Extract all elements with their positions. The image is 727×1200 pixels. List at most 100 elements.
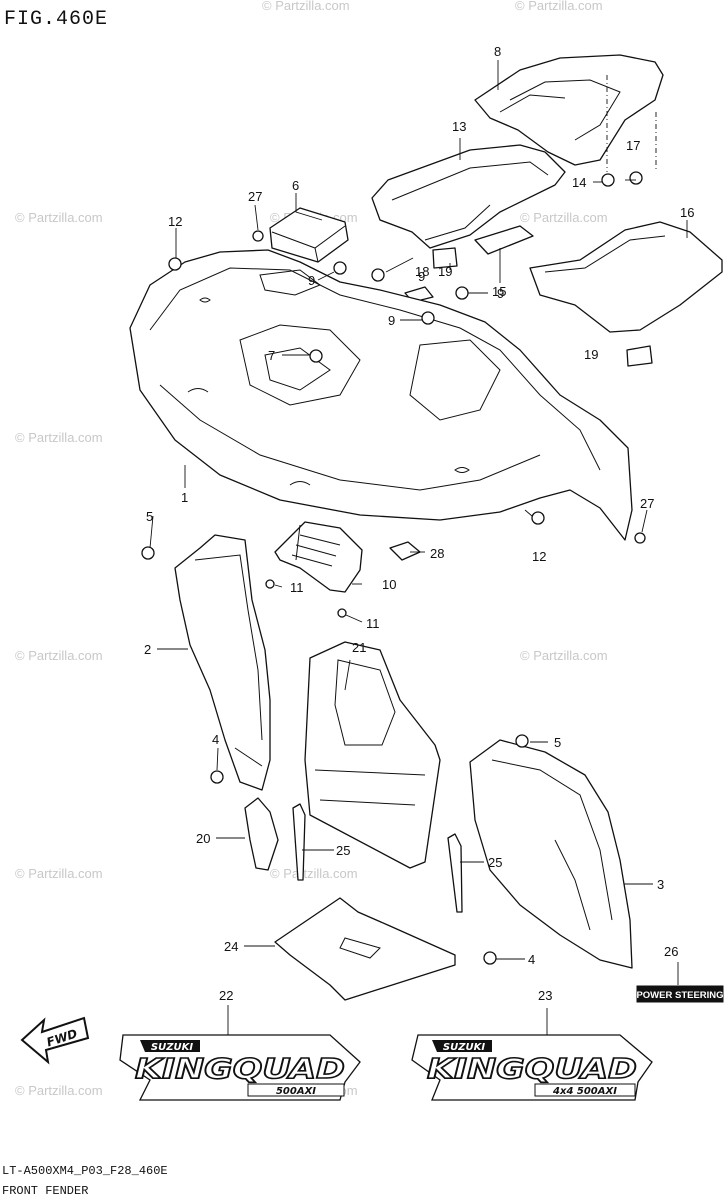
part-21-large-panel[interactable] — [304, 641, 441, 869]
fastener-17[interactable] — [629, 171, 643, 185]
fastener-9b[interactable] — [333, 261, 347, 275]
part-1-front-fender[interactable] — [129, 249, 633, 541]
callout-27b[interactable]: 27 — [640, 496, 654, 511]
decal-sub-left: 500AXI — [276, 1086, 316, 1097]
callout-26[interactable]: 26 — [664, 944, 678, 959]
part-25b-tie[interactable] — [447, 833, 463, 913]
watermark: © Partzilla.com — [15, 648, 103, 663]
fwd-arrow: FWD — [20, 1016, 90, 1065]
fastener-7[interactable] — [309, 349, 323, 363]
fastener-12a[interactable] — [168, 257, 182, 271]
fastener-5a[interactable] — [141, 546, 155, 560]
part-15-pad[interactable] — [474, 225, 534, 255]
part-3-right-panel[interactable] — [469, 739, 633, 969]
part-16-side-panel[interactable] — [529, 221, 723, 333]
figure-title: FIG.460E — [4, 8, 108, 31]
fastener-9a[interactable] — [371, 268, 385, 282]
callout-18[interactable]: 18 — [415, 264, 429, 279]
callout-27a[interactable]: 27 — [248, 189, 262, 204]
part-23-decal-right[interactable]: SUZUKI KINGQUAD 4x4 500AXI — [411, 1034, 653, 1101]
decal-brand-left: SUZUKI — [151, 1042, 193, 1053]
part-22-decal-left[interactable]: SUZUKI KINGQUAD 500AXI — [119, 1034, 361, 1101]
callout-16[interactable]: 16 — [680, 205, 694, 220]
part-2-left-panel[interactable] — [174, 534, 271, 791]
part-13-bracket[interactable] — [371, 144, 566, 249]
fastener-27a[interactable] — [252, 230, 264, 242]
callout-4a[interactable]: 4 — [212, 732, 219, 747]
watermark: © Partzilla.com — [520, 648, 608, 663]
fastener-11a[interactable] — [265, 579, 275, 589]
callout-8[interactable]: 8 — [494, 44, 501, 59]
fastener-4a[interactable] — [210, 770, 224, 784]
callout-10[interactable]: 10 — [382, 577, 396, 592]
watermark: © Partzilla.com — [15, 210, 103, 225]
callout-25b[interactable]: 25 — [488, 855, 502, 870]
fastener-11b[interactable] — [337, 608, 347, 618]
callout-14[interactable]: 14 — [572, 175, 586, 190]
fastener-5b[interactable] — [515, 734, 529, 748]
watermark: © Partzilla.com — [15, 430, 103, 445]
callout-23[interactable]: 23 — [538, 988, 552, 1003]
callout-21[interactable]: 21 — [352, 640, 366, 655]
part-19b-pad[interactable] — [626, 345, 653, 367]
callout-24[interactable]: 24 — [224, 939, 238, 954]
callout-20[interactable]: 20 — [196, 831, 210, 846]
part-26-power-steering-decal[interactable]: POWER STEERING — [636, 985, 724, 1003]
fastener-27b[interactable] — [634, 532, 646, 544]
callout-22[interactable]: 22 — [219, 988, 233, 1003]
part-20-clip[interactable] — [244, 797, 279, 871]
callout-19a[interactable]: 19 — [438, 264, 452, 279]
decal-sub-right: 4x4 500AXI — [552, 1086, 617, 1097]
power-steering-text: POWER STEERING — [636, 990, 723, 1001]
figure-caption: FRONT FENDER — [2, 1184, 88, 1198]
fasteners — [141, 171, 646, 965]
part-10-vent[interactable] — [274, 521, 363, 593]
part-19-pad[interactable] — [432, 247, 458, 269]
callout-5b[interactable]: 5 — [554, 735, 561, 750]
part-24-plate[interactable] — [274, 897, 456, 1001]
callout-4b[interactable]: 4 — [528, 952, 535, 967]
watermark: © Partzilla.com — [520, 210, 608, 225]
callout-5a[interactable]: 5 — [146, 509, 153, 524]
watermark: © Partzilla.com — [262, 0, 350, 13]
callout-9a[interactable]: 9 — [418, 269, 425, 284]
callout-1[interactable]: 1 — [181, 490, 188, 505]
callout-7[interactable]: 7 — [268, 348, 275, 363]
fastener-9d[interactable] — [421, 311, 435, 325]
callouts: 8 13 17 14 6 27 16 12 9 9 18 19 15 9 9 1… — [144, 44, 694, 1003]
callout-12a[interactable]: 12 — [168, 214, 182, 229]
callout-6[interactable]: 6 — [292, 178, 299, 193]
callout-12b[interactable]: 12 — [532, 549, 546, 564]
watermark: © Partzilla.com — [15, 1083, 103, 1098]
decal-model-left: KINGQUAD — [135, 1052, 345, 1085]
part-8-cover[interactable] — [474, 54, 664, 166]
callout-11a[interactable]: 11 — [290, 580, 304, 595]
watermark: © Partzilla.com — [270, 866, 358, 881]
callout-15[interactable]: 15 — [492, 284, 506, 299]
callout-9c[interactable]: 9 — [497, 286, 504, 301]
decal-model-right: KINGQUAD — [427, 1052, 637, 1085]
callout-13[interactable]: 13 — [452, 119, 466, 134]
fastener-4b[interactable] — [483, 951, 497, 965]
fastener-12b[interactable] — [531, 511, 545, 525]
callout-2[interactable]: 2 — [144, 642, 151, 657]
watermark: © Partzilla.com — [15, 866, 103, 881]
callout-3[interactable]: 3 — [657, 877, 664, 892]
part-28-pad[interactable] — [389, 541, 421, 561]
callout-19b[interactable]: 19 — [584, 347, 598, 362]
callout-28[interactable]: 28 — [430, 546, 444, 561]
decal-brand-right: SUZUKI — [443, 1042, 485, 1053]
callout-9b[interactable]: 9 — [308, 273, 315, 288]
callout-9d[interactable]: 9 — [388, 313, 395, 328]
part-25-tie[interactable] — [292, 803, 306, 881]
fastener-9c[interactable] — [455, 286, 469, 300]
leader-lines — [149, 60, 688, 1035]
callout-25a[interactable]: 25 — [336, 843, 350, 858]
callout-17[interactable]: 17 — [626, 138, 640, 153]
fastener-14[interactable] — [601, 173, 615, 187]
watermark: © Partzilla.com — [515, 0, 603, 13]
part-6-box[interactable] — [269, 207, 349, 263]
figure-code: LT-A500XM4_P03_F28_460E — [2, 1164, 168, 1178]
callout-11b[interactable]: 11 — [366, 616, 380, 631]
